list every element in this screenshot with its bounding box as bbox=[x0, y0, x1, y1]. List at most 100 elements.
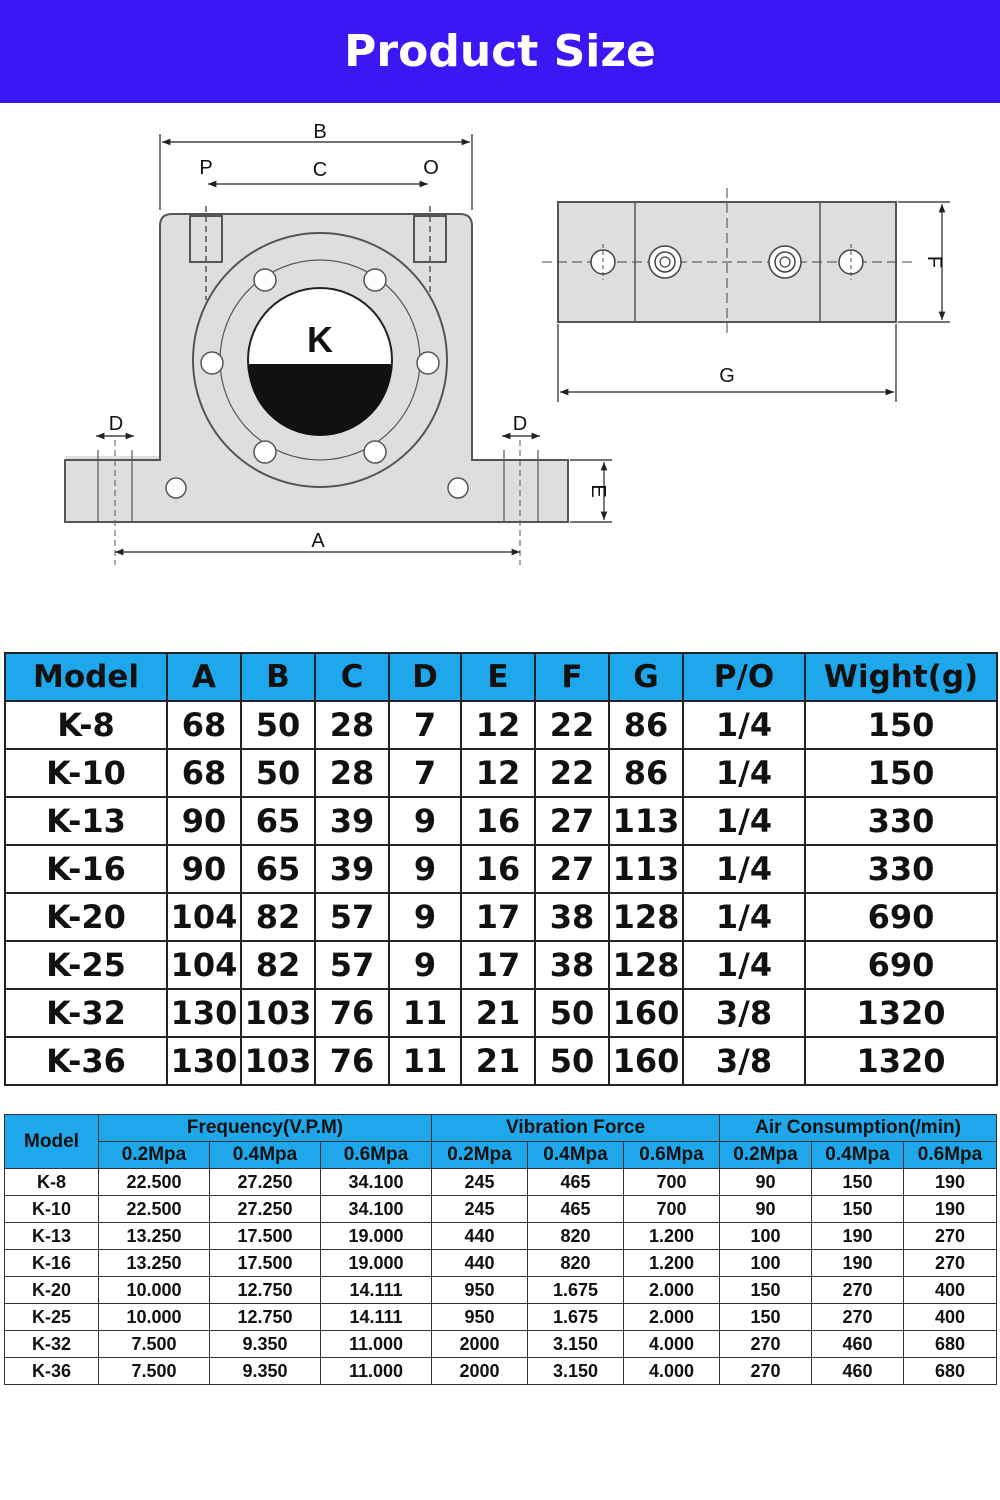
size-value-cell: 27 bbox=[534, 796, 610, 846]
size-value-cell: 128 bbox=[608, 940, 684, 990]
size-value-cell: 86 bbox=[608, 748, 684, 798]
size-value-cell: 82 bbox=[240, 892, 316, 942]
model-cell: K-8 bbox=[4, 700, 168, 750]
perf-value-cell: 14.111 bbox=[319, 1276, 433, 1304]
perf-value-cell: 400 bbox=[903, 1276, 998, 1304]
perf-value-cell: 2000 bbox=[431, 1330, 529, 1358]
perf-value-cell: 680 bbox=[903, 1330, 998, 1358]
size-value-cell: 9 bbox=[388, 892, 462, 942]
size-value-cell: 76 bbox=[314, 1036, 390, 1086]
size-col-a: A bbox=[166, 652, 242, 702]
size-value-cell: 150 bbox=[804, 700, 998, 750]
perf-value-cell: 22.500 bbox=[98, 1195, 210, 1223]
size-value-cell: 65 bbox=[240, 844, 316, 894]
perf-group-vibration-force: Vibration Force bbox=[431, 1114, 721, 1142]
model-cell: K-8 bbox=[4, 1168, 99, 1196]
perf-value-cell: 460 bbox=[811, 1330, 905, 1358]
perf-value-cell: 400 bbox=[903, 1303, 998, 1331]
perf-group-row: Model Frequency(V.P.M) Vibration Force A… bbox=[4, 1114, 998, 1169]
perf-value-cell: 17.500 bbox=[209, 1249, 321, 1277]
perf-value-cell: 2000 bbox=[431, 1357, 529, 1385]
perf-value-cell: 1.675 bbox=[527, 1303, 625, 1331]
size-col-model: Model bbox=[4, 652, 168, 702]
perf-value-cell: 245 bbox=[431, 1195, 529, 1223]
label-a: A bbox=[311, 530, 325, 552]
size-col-weight: Wight(g) bbox=[804, 652, 998, 702]
model-cell: K-10 bbox=[4, 1195, 99, 1223]
perf-value-cell: 100 bbox=[719, 1222, 813, 1250]
size-value-cell: 130 bbox=[166, 1036, 242, 1086]
perf-value-cell: 270 bbox=[811, 1276, 905, 1304]
model-cell: K-25 bbox=[4, 1303, 99, 1331]
size-value-cell: 12 bbox=[460, 748, 536, 798]
size-value-cell: 104 bbox=[166, 892, 242, 942]
perf-value-cell: 190 bbox=[903, 1195, 998, 1223]
size-value-cell: 113 bbox=[608, 844, 684, 894]
perf-value-cell: 820 bbox=[527, 1249, 625, 1277]
size-value-cell: 22 bbox=[534, 700, 610, 750]
label-c: C bbox=[313, 159, 327, 181]
size-value-cell: 160 bbox=[608, 988, 684, 1038]
size-value-cell: 104 bbox=[166, 940, 242, 990]
perf-pressure: 0.6Mpa bbox=[623, 1141, 721, 1169]
perf-value-cell: 34.100 bbox=[319, 1168, 433, 1196]
perf-value-cell: 465 bbox=[527, 1168, 625, 1196]
model-cell: K-16 bbox=[4, 844, 168, 894]
size-col-g: G bbox=[608, 652, 684, 702]
perf-pressure: 0.6Mpa bbox=[319, 1141, 433, 1169]
perf-group-frequency: Frequency(V.P.M) bbox=[97, 1114, 433, 1142]
size-value-cell: 150 bbox=[804, 748, 998, 798]
size-value-cell: 113 bbox=[608, 796, 684, 846]
perf-value-cell: 680 bbox=[903, 1357, 998, 1385]
size-value-cell: 1320 bbox=[804, 1036, 998, 1086]
perf-value-cell: 465 bbox=[527, 1195, 625, 1223]
size-value-cell: 690 bbox=[804, 892, 998, 942]
perf-value-cell: 27.250 bbox=[209, 1168, 321, 1196]
perf-value-cell: 9.350 bbox=[209, 1330, 321, 1358]
model-cell: K-20 bbox=[4, 892, 168, 942]
size-value-cell: 86 bbox=[608, 700, 684, 750]
size-value-cell: 76 bbox=[314, 988, 390, 1038]
size-value-cell: 1/4 bbox=[682, 700, 806, 750]
size-value-cell: 90 bbox=[166, 844, 242, 894]
perf-value-cell: 440 bbox=[431, 1249, 529, 1277]
size-col-e: E bbox=[460, 652, 536, 702]
perf-value-cell: 270 bbox=[719, 1330, 813, 1358]
model-cell: K-25 bbox=[4, 940, 168, 990]
model-cell: K-36 bbox=[4, 1036, 168, 1086]
performance-table: Model Frequency(V.P.M) Vibration Force A… bbox=[4, 1114, 998, 1385]
perf-value-cell: 9.350 bbox=[209, 1357, 321, 1385]
perf-value-cell: 27.250 bbox=[209, 1195, 321, 1223]
perf-pressure: 0.2Mpa bbox=[431, 1141, 529, 1169]
size-value-cell: 50 bbox=[240, 748, 316, 798]
model-cell: K-32 bbox=[4, 988, 168, 1038]
size-col-b: B bbox=[240, 652, 316, 702]
size-value-cell: 690 bbox=[804, 940, 998, 990]
size-value-cell: 68 bbox=[166, 748, 242, 798]
size-value-cell: 9 bbox=[388, 796, 462, 846]
size-value-cell: 7 bbox=[388, 700, 462, 750]
size-value-cell: 90 bbox=[166, 796, 242, 846]
label-d-right: D bbox=[513, 413, 527, 435]
size-value-cell: 9 bbox=[388, 844, 462, 894]
size-value-cell: 7 bbox=[388, 748, 462, 798]
size-col-c: C bbox=[314, 652, 390, 702]
perf-value-cell: 150 bbox=[719, 1276, 813, 1304]
model-cell: K-13 bbox=[4, 796, 168, 846]
perf-value-cell: 270 bbox=[811, 1303, 905, 1331]
size-value-cell: 50 bbox=[240, 700, 316, 750]
perf-value-cell: 950 bbox=[431, 1276, 529, 1304]
perf-value-cell: 150 bbox=[719, 1303, 813, 1331]
size-value-cell: 1/4 bbox=[682, 940, 806, 990]
perf-value-cell: 1.200 bbox=[623, 1249, 721, 1277]
perf-value-cell: 1.200 bbox=[623, 1222, 721, 1250]
